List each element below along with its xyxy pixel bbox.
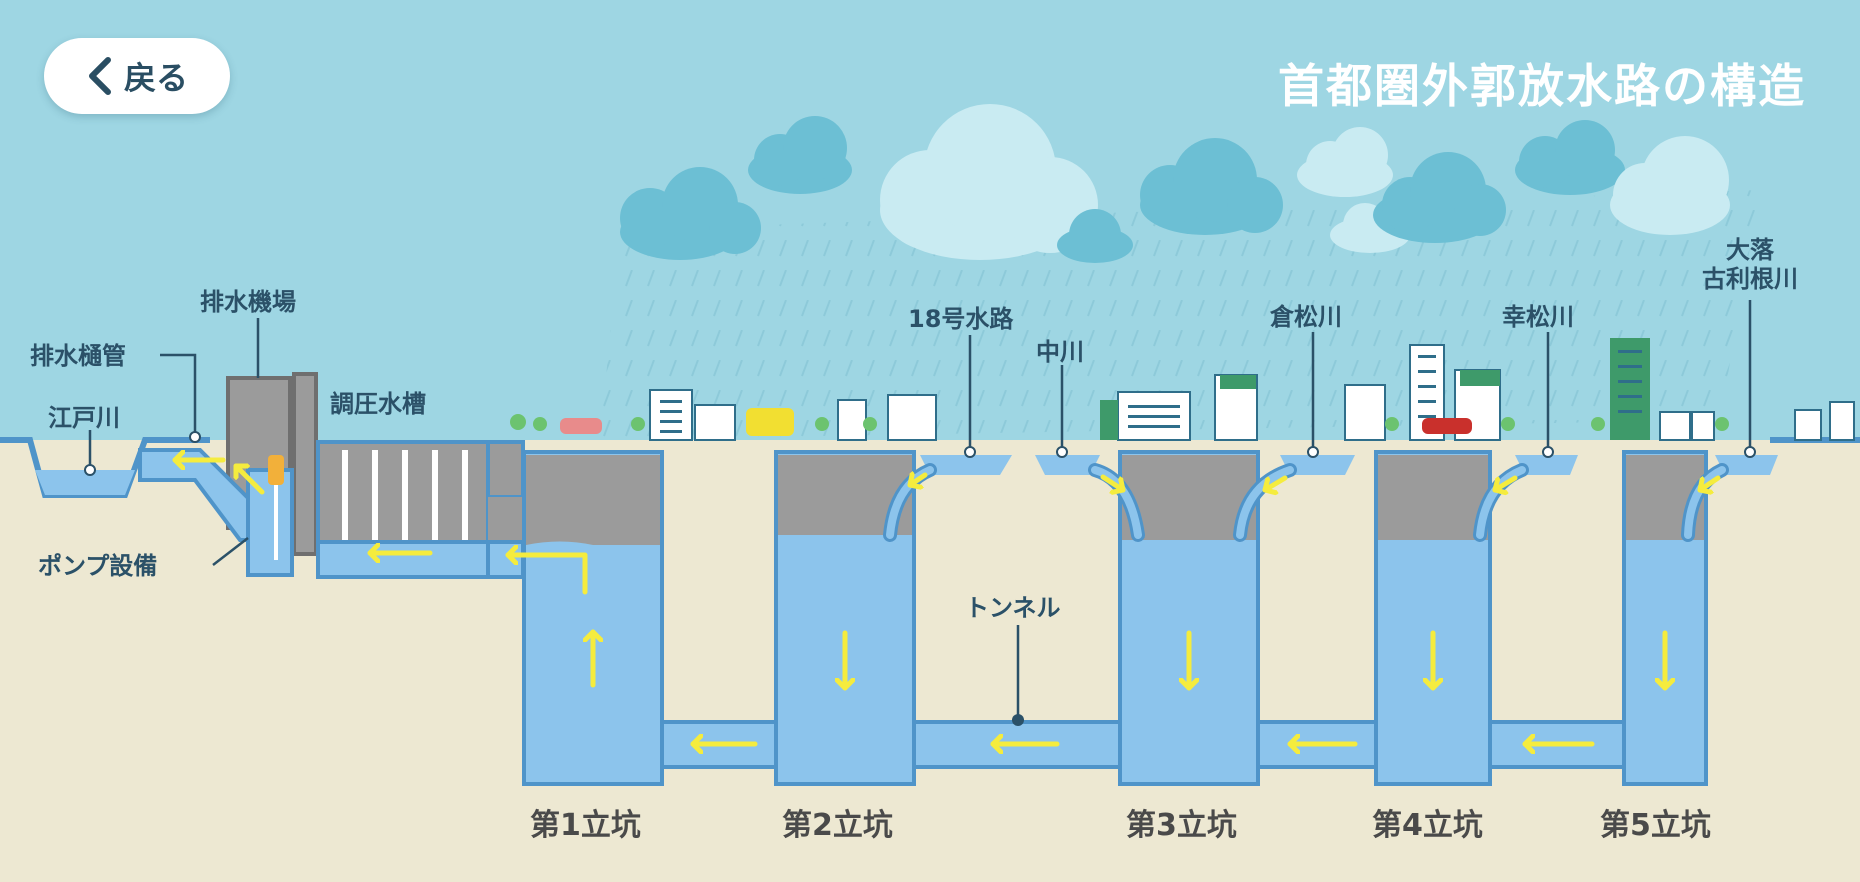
rivers — [35, 455, 1778, 495]
shaft-label-4: 第4立坑 — [1372, 808, 1483, 843]
flow-arrows — [172, 460, 1721, 744]
tunnel-dot — [1012, 714, 1024, 726]
river-nakagawa — [1035, 455, 1100, 475]
cloud — [748, 116, 852, 194]
leader-lines — [88, 300, 1752, 718]
cloud — [1515, 120, 1625, 195]
label-haisui-hikan: 排水樋管 — [30, 342, 126, 370]
cloud — [1140, 138, 1283, 235]
leader-dots — [84, 431, 1756, 476]
label-nakagawa: 中川 — [1036, 338, 1084, 366]
cloud — [1373, 152, 1506, 243]
flow-arrow — [505, 555, 588, 595]
cloud — [1057, 209, 1133, 263]
label-edogawa: 江戸川 — [48, 404, 120, 432]
back-button-label: 戻る — [123, 59, 188, 97]
flow-arrow — [907, 475, 928, 485]
shaft-label-2: 第2立坑 — [782, 808, 893, 843]
label-chouatsu-suisou: 調圧水槽 — [330, 390, 426, 418]
river-koumatsu — [1515, 455, 1578, 475]
cloud — [880, 104, 1098, 260]
label-suiro-18: 18号水路 — [908, 305, 1014, 333]
flow-arrow — [1492, 475, 1518, 490]
label-ootoshi-line2: 古利根川 — [1702, 264, 1798, 293]
label-tunnel: トンネル — [965, 594, 1061, 622]
back-button[interactable]: 戻る — [44, 38, 230, 114]
river-ootoshi — [1715, 455, 1778, 475]
river-edogawa — [35, 470, 135, 495]
clouds — [620, 104, 1730, 263]
cloud — [620, 167, 761, 260]
page-title: 首都圏外郭放水路の構造 — [1278, 59, 1806, 113]
label-ootoshi-line1: 大落 — [1726, 236, 1774, 264]
shaft-1 — [522, 450, 664, 786]
cars — [560, 408, 1472, 436]
shaft-3 — [1118, 450, 1260, 786]
cloud — [1297, 127, 1393, 197]
label-pump-setsubi: ポンプ設備 — [38, 552, 158, 580]
surge-tank — [316, 440, 525, 579]
label-koumatsugawa: 幸松川 — [1502, 303, 1574, 331]
shaft-label-1: 第1立坑 — [530, 808, 641, 843]
city-skyline — [510, 338, 1855, 441]
shaft-4 — [1374, 450, 1492, 786]
flow-arrow — [1100, 474, 1126, 490]
flow-arrow — [1697, 475, 1721, 490]
river-18 — [920, 455, 1012, 475]
label-haisui-kijo: 排水機場 — [200, 288, 296, 316]
chevron-left-icon — [88, 57, 111, 95]
label-ootoshi-furutonegawa: 大落 古利根川 — [1692, 236, 1808, 294]
flow-arrow — [233, 463, 265, 495]
river-kuramatsu — [1280, 455, 1355, 475]
label-kuramatsugawa: 倉松川 — [1270, 303, 1342, 331]
cloud — [1610, 136, 1730, 235]
shaft-label-5: 第5立坑 — [1600, 808, 1711, 843]
flow-arrow — [1262, 475, 1288, 490]
shaft-label-3: 第3立坑 — [1126, 808, 1237, 843]
shafts — [522, 450, 1708, 786]
